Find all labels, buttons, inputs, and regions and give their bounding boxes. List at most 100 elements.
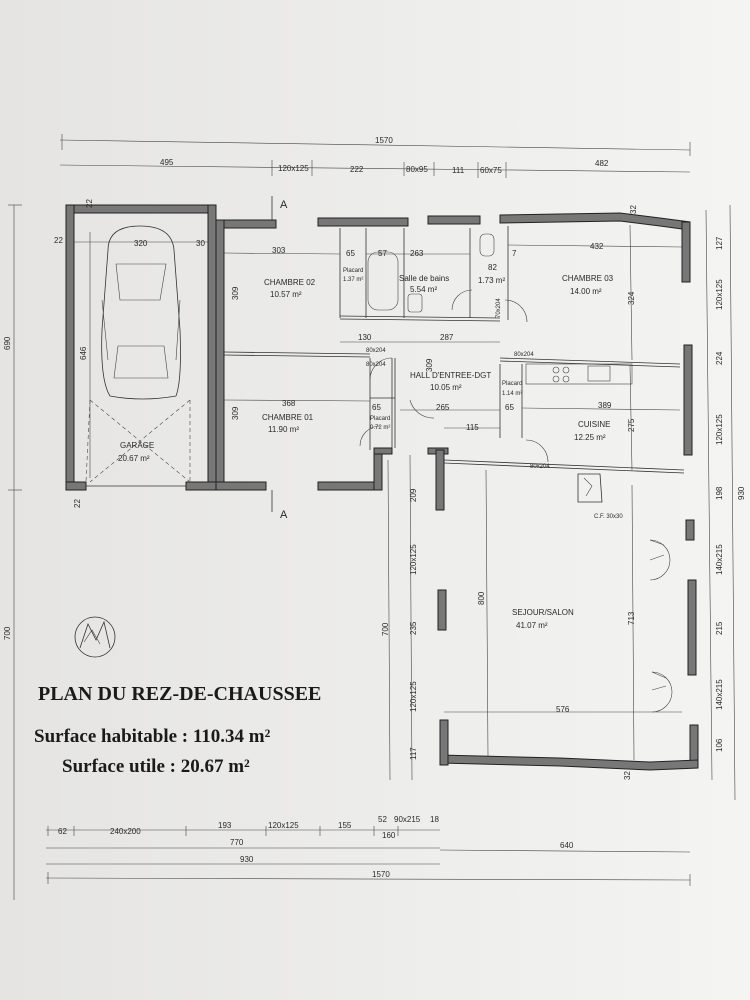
cheminee-label: C.F. 30x30 (594, 514, 623, 520)
interior-dimensions: 320 30 22 22 22 303 263 432 65 57 82 7 3… (54, 199, 683, 714)
dim-30: 30 (196, 239, 205, 248)
room-labels: GARAGE 20.67 m² CHAMBRE 02 10.57 m² CHAM… (118, 274, 614, 630)
room-area-sejour: 41.07 m² (516, 621, 548, 630)
dim-130: 130 (358, 333, 372, 342)
room-name-sdb: Salle de bains (399, 274, 449, 283)
dim-209: 209 (409, 488, 418, 502)
compass-logo-icon (74, 616, 116, 658)
dim-left-646: 646 (79, 346, 88, 360)
dim-top-222: 222 (350, 165, 364, 174)
dim-center-w2: 120x125 (409, 681, 418, 712)
dim-320: 320 (134, 239, 148, 248)
dim-right-198: 198 (715, 486, 724, 500)
dim-bottom-155: 155 (338, 821, 352, 830)
dim-right-224: 224 (715, 351, 724, 365)
dim-82: 82 (488, 263, 497, 272)
door-80x204-4: 80x204 (530, 464, 550, 470)
car-icon (101, 225, 181, 400)
room-area-chambre01: 11.90 m² (268, 425, 299, 434)
placard-3-area: 1.14 m² (502, 391, 522, 397)
dim-bottom-window2: 90x215 (394, 815, 421, 824)
interior-walls (223, 226, 685, 503)
dim-top-window1: 120x125 (278, 164, 309, 173)
dim-right-275: 275 (627, 418, 636, 432)
right-dimension-lines: 127 120x125 224 120x125 198 140x215 215 … (623, 205, 746, 801)
dim-265: 265 (436, 403, 450, 412)
dim-right-324: 324 (627, 291, 636, 305)
room-area-chambre03: 14.00 m² (570, 287, 602, 296)
title-block: PLAN DU REZ-DE-CHAUSSEE Surface habitabl… (34, 683, 321, 777)
dim-center-700: 700 (381, 622, 390, 636)
dim-235: 235 (409, 621, 418, 635)
dim-368: 368 (282, 399, 296, 408)
room-name-chambre02: CHAMBRE 02 (264, 278, 316, 287)
dim-bottom-52: 52 (378, 815, 387, 824)
placard-2-area: 0.72 m² (370, 425, 390, 431)
walls-main (215, 212, 699, 771)
dim-top-111: 111 (452, 166, 465, 175)
dim-7-a: 7 (512, 249, 517, 258)
dim-right-106: 106 (715, 738, 724, 752)
section-marks: A A (271, 196, 288, 521)
dim-115: 115 (466, 423, 479, 432)
dim-22-c: 22 (73, 499, 82, 508)
dim-bottom-18: 18 (430, 815, 439, 824)
dim-right-w2: 120x125 (715, 414, 724, 445)
room-area-chambre02: 10.57 m² (270, 290, 302, 299)
door-80x204-1: 80x204 (366, 348, 386, 354)
room-name-garage: GARAGE (120, 441, 154, 450)
placard-1-area: 1.37 m² (343, 277, 363, 283)
placard-1-name: Placard (343, 268, 363, 274)
dim-center-w1: 120x125 (409, 544, 418, 575)
dim-right-930: 930 (737, 486, 746, 500)
door-80x204-3: 80x204 (514, 352, 534, 358)
small-room-labels: Placard 1.37 m² Placard 0.72 m² Placard … (343, 268, 522, 431)
doors (359, 289, 673, 713)
plan-title: PLAN DU REZ-DE-CHAUSSEE (38, 683, 321, 705)
room-name-chambre03: CHAMBRE 03 (562, 274, 614, 283)
room-area-garage: 20.67 m² (118, 454, 150, 463)
bathroom-fixtures (367, 233, 495, 313)
dim-bottom-160: 160 (382, 831, 396, 840)
dim-top-total: 1570 (375, 136, 393, 145)
dim-right-127: 127 (715, 236, 724, 250)
dim-top-window3: 60x75 (480, 166, 502, 175)
wc-area: 1.73 m² (478, 276, 505, 285)
dim-right-32-top: 32 (629, 205, 638, 214)
door-70x204: 70x204 (496, 298, 502, 318)
dim-right-w4: 140x215 (715, 679, 724, 710)
dim-65-a: 65 (346, 249, 355, 258)
room-name-hall: HALL D'ENTREE-DGT (410, 371, 491, 380)
dim-right-32-bottom: 32 (623, 771, 632, 780)
dim-bottom-62: 62 (58, 827, 67, 836)
dim-top-482: 482 (595, 159, 609, 168)
door-80x204-2: 80x204 (366, 362, 386, 368)
bottom-dimension-lines: 62 240x200 193 120x125 155 52 90x215 18 … (45, 815, 691, 886)
dim-left-690: 690 (3, 336, 12, 350)
dim-263: 263 (410, 249, 424, 258)
dim-right-w1: 120x125 (715, 279, 724, 310)
placard-2-name: Placard (370, 416, 390, 422)
dim-22-b: 22 (85, 199, 94, 208)
section-mark-a-top: A (280, 199, 288, 211)
dim-57: 57 (378, 249, 387, 258)
dim-389: 389 (598, 401, 612, 410)
dim-800: 800 (477, 591, 486, 605)
dim-top-495: 495 (160, 158, 174, 167)
dim-65-c: 65 (505, 403, 514, 412)
dim-309-c: 309 (425, 358, 434, 372)
dim-117: 117 (409, 747, 418, 760)
dim-top-window2: 80x95 (406, 165, 428, 174)
dim-309-b: 309 (231, 406, 240, 420)
dim-576: 576 (556, 705, 570, 714)
section-mark-a-bottom: A (280, 509, 288, 521)
dim-65-b: 65 (372, 403, 381, 412)
dim-right-215: 215 (715, 621, 724, 635)
center-vertical-dimensions: 209 120x125 235 120x125 117 700 800 (381, 454, 489, 781)
surface-utile: Surface utile : 20.67 m² (62, 756, 250, 777)
dim-bottom-640: 640 (560, 841, 574, 850)
dim-bottom-193: 193 (218, 821, 232, 830)
dim-bottom-770: 770 (230, 838, 244, 847)
placard-3-name: Placard (502, 381, 522, 387)
